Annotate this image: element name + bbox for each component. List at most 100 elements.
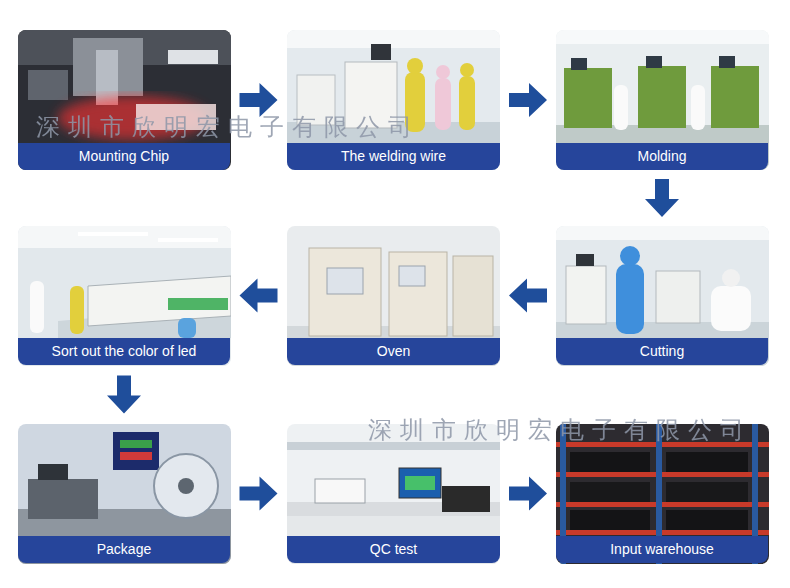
worker [616, 264, 644, 334]
machine-part [28, 70, 68, 100]
photo-ground [18, 30, 231, 170]
flow-arrow [240, 279, 278, 313]
ceiling [556, 30, 769, 44]
worker [459, 76, 475, 130]
qc-photo [287, 424, 500, 564]
watermark: 深圳市欣明宏电子有限公司 [368, 416, 752, 444]
worker-head [407, 58, 423, 74]
molding-press [564, 68, 612, 128]
process-panel: The welding wire [287, 30, 500, 170]
boxes [666, 510, 748, 530]
process-panel: Sort out the color of led [18, 226, 230, 365]
photo-ground [556, 226, 769, 366]
shelf-beam [556, 530, 769, 535]
label-bar: Input warehouse [556, 536, 768, 563]
cutting-photo [556, 226, 769, 366]
process-panel: Package [18, 424, 230, 563]
label-bar: Cutting [556, 338, 768, 365]
photo-ground [556, 424, 769, 564]
tape-reel [154, 454, 218, 518]
mounting-photo [18, 30, 231, 170]
worker [711, 286, 751, 331]
monitor [113, 432, 159, 470]
molding-photo [556, 30, 769, 170]
worker-head [620, 246, 640, 266]
boxes [666, 452, 748, 472]
watermark: 深圳市欣明宏电子有限公司 [36, 113, 420, 141]
process-panel: Cutting [556, 226, 768, 365]
ceiling-light [78, 232, 148, 236]
worker [691, 85, 705, 130]
process-panel: Oven [287, 226, 500, 365]
ceiling [287, 30, 500, 48]
step-label: Oven [373, 343, 414, 360]
machine-rail [168, 50, 218, 64]
flow-arrow [509, 279, 547, 313]
molding-press [638, 66, 686, 128]
instrument [315, 479, 365, 503]
photo-ground [556, 30, 769, 170]
step-label: Cutting [636, 343, 688, 360]
oven-panel [327, 268, 363, 294]
label-bar: Sort out the color of led [18, 338, 230, 365]
step-label: Sort out the color of led [48, 343, 201, 360]
flow-arrow [240, 83, 278, 117]
boxes [570, 452, 650, 472]
taping-machine [28, 479, 98, 519]
monitor [719, 56, 735, 68]
step-label: QC test [366, 541, 421, 558]
floor [556, 125, 769, 170]
machine [566, 266, 606, 324]
process-panel: Molding [556, 30, 768, 170]
sorting-photo [18, 226, 231, 366]
sorting-machines [88, 276, 231, 326]
warehouse-photo [556, 424, 769, 564]
monitor [646, 56, 662, 68]
monitor [571, 58, 587, 70]
step-label: Molding [633, 148, 690, 165]
screen-bar [120, 452, 152, 460]
worker-head [722, 269, 740, 287]
process-panel: Input warehouse [556, 424, 768, 563]
machine [656, 271, 700, 323]
monitor [399, 468, 441, 498]
step-label: Package [93, 541, 155, 558]
flow-arrow [107, 376, 141, 414]
flow-arrow [645, 179, 679, 217]
flow-arrow [509, 83, 547, 117]
reel-hub [178, 478, 194, 494]
ceiling [18, 226, 231, 248]
oven-photo [287, 226, 500, 366]
flow-arrow [509, 477, 547, 511]
label-bar: QC test [287, 536, 500, 563]
screen [405, 476, 435, 490]
package-photo [18, 424, 231, 564]
shelf-beam [556, 472, 769, 477]
worker [178, 318, 196, 338]
worker-head [436, 65, 450, 79]
label-bar: Package [18, 536, 230, 563]
worker [70, 286, 84, 334]
oven [389, 252, 447, 336]
worker-head [460, 63, 474, 77]
label-bar: Oven [287, 338, 500, 365]
step-label: Mounting Chip [75, 148, 173, 165]
boxes [570, 482, 650, 502]
shelf-beam [556, 502, 769, 507]
oven [309, 248, 381, 336]
flow-arrow [240, 477, 278, 511]
label-bar: Mounting Chip [18, 143, 230, 170]
photo-ground [18, 226, 231, 366]
machine-part [38, 464, 68, 480]
worker [614, 85, 628, 130]
step-label: Input warehouse [606, 541, 718, 558]
photo-ground [287, 424, 500, 564]
worker [30, 281, 44, 333]
monitor [371, 44, 391, 60]
worker [435, 78, 451, 130]
process-panel: Mounting Chip [18, 30, 230, 170]
ceiling-light [158, 238, 218, 242]
